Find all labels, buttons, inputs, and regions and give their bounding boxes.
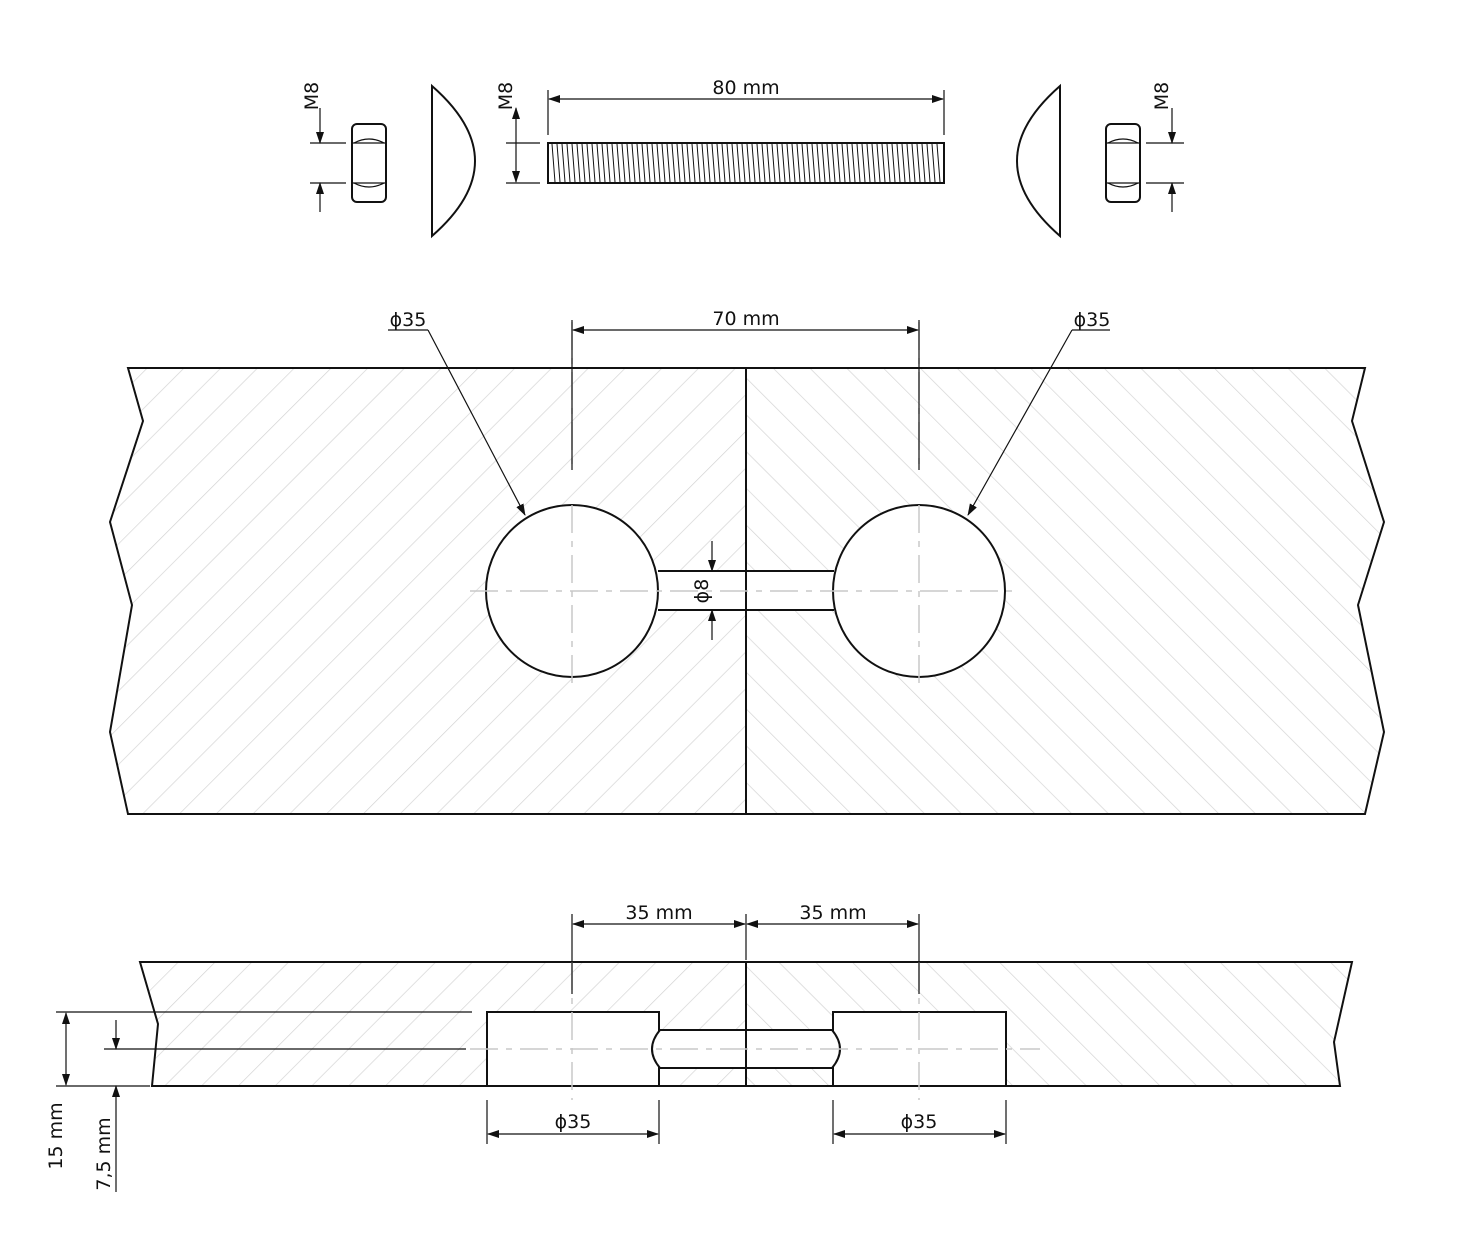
hole-right-leader: ϕ35 xyxy=(967,309,1111,516)
threaded-rod-icon xyxy=(547,142,945,184)
dome-cap-left-icon xyxy=(431,83,476,239)
rod-thread-lines xyxy=(551,143,941,183)
offset-right-label: 35 mm xyxy=(799,902,866,924)
rod-thread-label: M8 xyxy=(495,82,517,110)
bore-diameter-label: ϕ8 xyxy=(691,579,713,604)
rod-length-dimension: 80 mm xyxy=(547,77,945,135)
nut-right-dimension: M8 xyxy=(1146,82,1184,212)
hardware-row: M8 M8 80 mm xyxy=(301,77,1184,239)
pocket-right-label: ϕ35 xyxy=(901,1111,938,1133)
board-right-top xyxy=(745,367,1386,815)
top-view: 70 mm ϕ35 ϕ35 ϕ8 xyxy=(108,308,1386,815)
hole-spacing-label: 70 mm xyxy=(712,308,779,330)
nut-left-label: M8 xyxy=(301,82,323,110)
dome-cap-right-icon xyxy=(1016,83,1061,239)
nut-right-label: M8 xyxy=(1151,82,1173,110)
offset-left-label: 35 mm xyxy=(625,902,692,924)
hole-right-diameter-label: ϕ35 xyxy=(1074,309,1111,331)
bore-diameter-dimension: ϕ8 xyxy=(691,541,716,640)
offset-dimensions: 35 mm 35 mm xyxy=(571,902,920,994)
nut-left-icon xyxy=(351,123,387,203)
thickness-label: 15 mm xyxy=(45,1102,67,1169)
thickness-dimensions: 15 mm 7,5 mm xyxy=(45,1011,472,1192)
pocket-left-label: ϕ35 xyxy=(555,1111,592,1133)
section-view: 35 mm 35 mm 15 mm 7,5 mm ϕ35 ϕ35 xyxy=(45,902,1354,1192)
rod-thread-dimension: M8 xyxy=(495,82,540,184)
hole-left-diameter-label: ϕ35 xyxy=(390,309,427,331)
rod-length-label: 80 mm xyxy=(712,77,779,99)
pocket-width-dimensions: ϕ35 ϕ35 xyxy=(486,1100,1007,1144)
hole-spacing-dimension: 70 mm xyxy=(571,308,920,470)
nut-right-icon xyxy=(1105,123,1141,203)
bore-depth-label: 7,5 mm xyxy=(93,1117,115,1190)
hole-left-leader: ϕ35 xyxy=(388,309,526,516)
nut-left-dimension: M8 xyxy=(301,82,346,212)
